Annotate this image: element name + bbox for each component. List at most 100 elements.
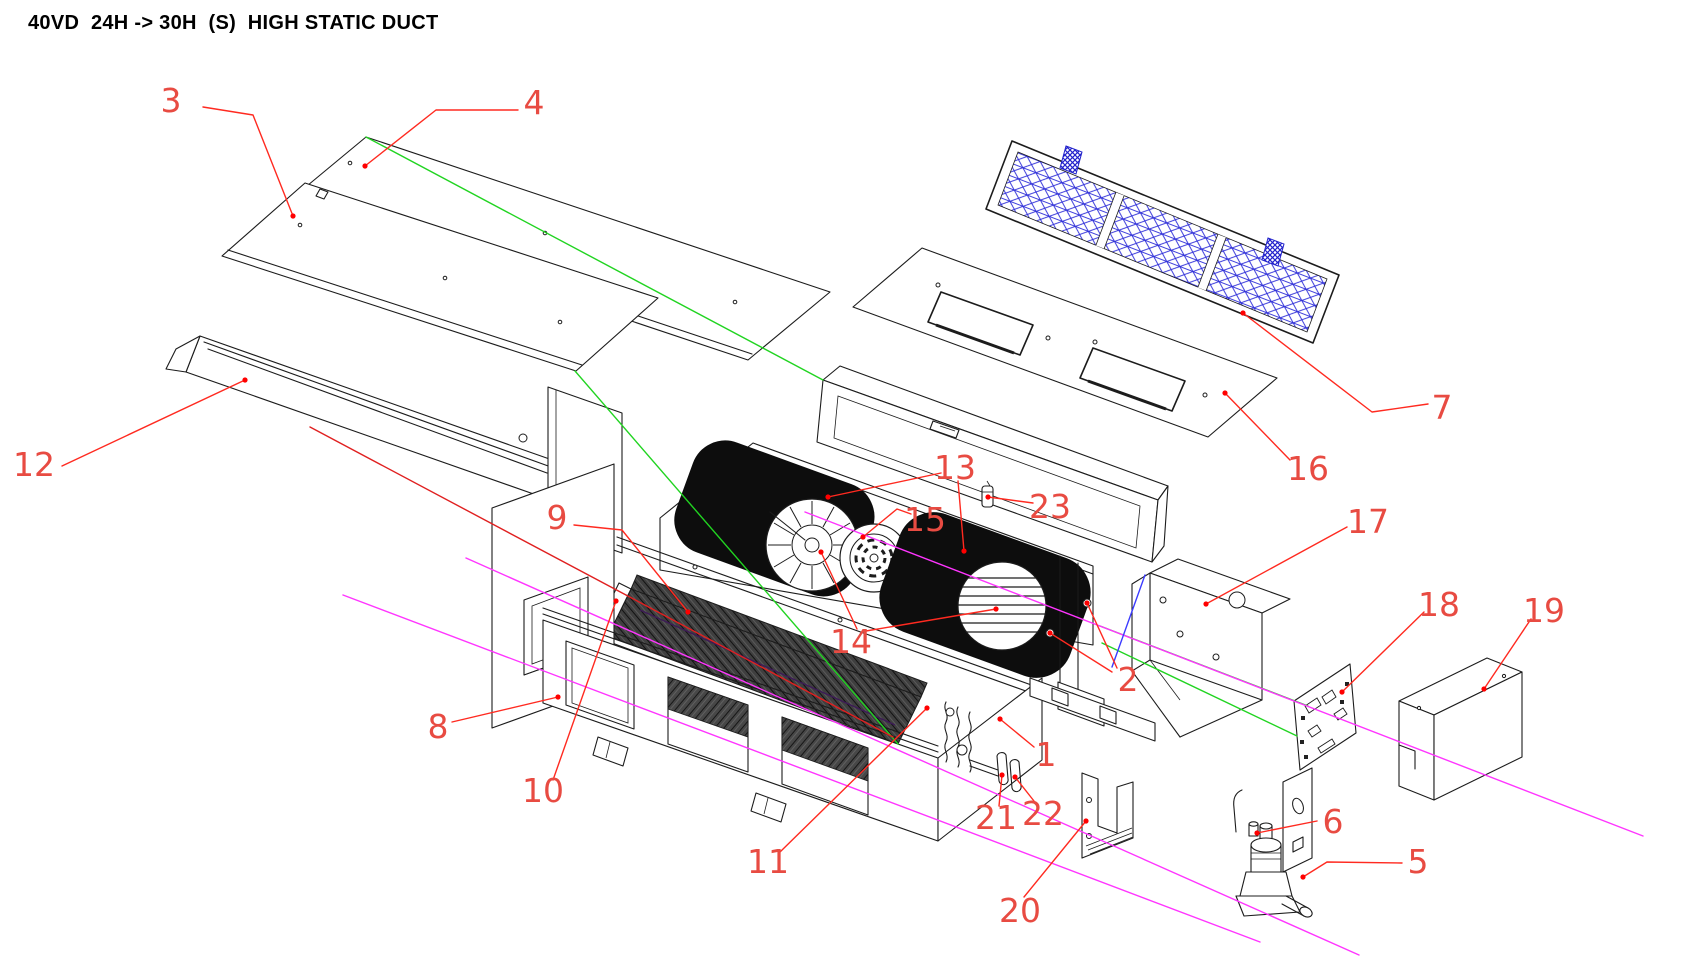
callout-7: 7 xyxy=(1240,310,1453,427)
callout-16-label: 16 xyxy=(1287,449,1329,488)
callout-22-leader-0 xyxy=(1014,776,1035,802)
callout-1-dot xyxy=(997,716,1003,722)
callout-21-leader-0 xyxy=(998,774,1003,807)
return-plenum-box xyxy=(816,365,1169,563)
callout-4-leader-0 xyxy=(364,109,519,167)
part-12-trim-strip xyxy=(165,335,577,503)
callout-19-leader-0 xyxy=(1483,618,1532,690)
filter-dividers xyxy=(1095,191,1227,292)
callout-10: 10 xyxy=(522,598,619,810)
part-16-access-panel xyxy=(852,247,1278,438)
callout-9-dot xyxy=(685,609,691,615)
callout-3-dot xyxy=(290,213,296,219)
callout-6: 6 xyxy=(1254,802,1344,841)
construction-line-green-1 xyxy=(574,370,899,745)
callout-11-label: 11 xyxy=(747,842,789,881)
callout-9: 9 xyxy=(547,498,691,615)
callout-4-dot xyxy=(362,163,368,169)
callout-5: 5 xyxy=(1300,842,1429,881)
cabinet-front xyxy=(542,607,939,842)
part-21-clip xyxy=(996,752,1009,786)
part-5-valve-assembly xyxy=(1233,767,1313,918)
insulated-opening xyxy=(667,676,749,773)
callout-22-dot xyxy=(1012,774,1018,780)
callout-18: 18 xyxy=(1339,585,1460,695)
blower-inlet-ring-left xyxy=(765,498,859,592)
callout-7-dot xyxy=(1240,310,1246,316)
callout-13-leader-1 xyxy=(957,480,965,552)
part-3-top-panel-front xyxy=(221,182,659,372)
callout-2-dot xyxy=(1047,630,1053,636)
callout-14-leader-0 xyxy=(820,551,858,630)
callout-13-dot xyxy=(825,494,831,500)
callout-14-label: 14 xyxy=(830,622,872,661)
callout-15-dot xyxy=(860,534,866,540)
callout-21-label: 21 xyxy=(975,798,1017,837)
callout-20-dot xyxy=(1083,818,1089,824)
callout-3-leader-0 xyxy=(202,106,294,217)
callout-8: 8 xyxy=(428,694,561,746)
callout-9-leader-0 xyxy=(573,524,689,613)
refrigerant-piping xyxy=(944,701,999,777)
callout-18-label: 18 xyxy=(1418,585,1460,624)
callout-5-dot xyxy=(1300,874,1306,880)
callout-10-label: 10 xyxy=(522,771,564,810)
callout-1-leader-0 xyxy=(999,718,1035,748)
diagram-title: 40VD 24H -> 30H (S) HIGH STATIC DUCT xyxy=(28,12,439,34)
construction-lines xyxy=(309,136,1644,956)
callout-23-dot xyxy=(985,494,991,500)
callout-4-label: 4 xyxy=(524,83,545,122)
blower-deck-rail xyxy=(616,536,1038,696)
callout-8-leader-0 xyxy=(451,696,559,723)
callout-11: 11 xyxy=(747,705,930,881)
part-20-u-bracket xyxy=(1081,772,1134,859)
construction-line-blue-7 xyxy=(1111,574,1146,668)
construction-line-magenta-5 xyxy=(342,594,1261,943)
callout-20-label: 20 xyxy=(999,891,1041,930)
callout-18-dot xyxy=(1339,689,1345,695)
duct-opening xyxy=(565,640,635,730)
callout-6-leader-0 xyxy=(1256,820,1318,834)
callout-23-leader-0 xyxy=(987,496,1034,504)
callout-15-leader-0 xyxy=(862,508,912,538)
callout-23: 23 xyxy=(985,487,1071,526)
callout-18-leader-0 xyxy=(1341,611,1425,693)
callout-13-leader-0 xyxy=(827,472,942,498)
callout-11-dot xyxy=(924,705,930,711)
construction-line-red-8 xyxy=(309,426,894,738)
callout-2-leader-1 xyxy=(1049,632,1113,673)
callout-19-label: 19 xyxy=(1523,591,1565,630)
callout-12-dot xyxy=(242,377,248,383)
callout-22-label: 22 xyxy=(1022,794,1064,833)
callout-1-label: 1 xyxy=(1036,735,1057,774)
callout-17: 17 xyxy=(1203,502,1389,607)
callout-16-leader-0 xyxy=(1224,392,1291,461)
blower-outlet-right xyxy=(957,561,1047,651)
callout-3: 3 xyxy=(161,81,296,219)
callout-19-dot xyxy=(1481,686,1487,692)
callout-20-leader-0 xyxy=(1023,820,1087,898)
callout-15: 15 xyxy=(860,500,946,540)
filter-tab xyxy=(1261,237,1285,267)
construction-line-magenta-6 xyxy=(804,511,1644,837)
part-18-pcb xyxy=(1293,663,1357,771)
callout-10-leader-0 xyxy=(552,600,617,781)
callout-2-label: 2 xyxy=(1118,660,1139,699)
callout-13: 13 xyxy=(825,448,976,554)
callout-13-label: 13 xyxy=(934,448,976,487)
callout-5-label: 5 xyxy=(1408,842,1429,881)
callout-17-label: 17 xyxy=(1347,502,1389,541)
callout-20: 20 xyxy=(999,818,1089,930)
callout-19: 19 xyxy=(1481,591,1565,692)
callout-2: 2 xyxy=(1047,600,1139,699)
construction-line-green-0 xyxy=(365,136,824,381)
callout-2-leader-0 xyxy=(1086,602,1118,669)
callout-14: 14 xyxy=(818,549,999,661)
callout-8-dot xyxy=(555,694,561,700)
callout-4: 4 xyxy=(362,83,545,169)
callout-11-leader-0 xyxy=(779,707,928,853)
callout-10-dot xyxy=(613,598,619,604)
callout-22: 22 xyxy=(1012,774,1064,833)
